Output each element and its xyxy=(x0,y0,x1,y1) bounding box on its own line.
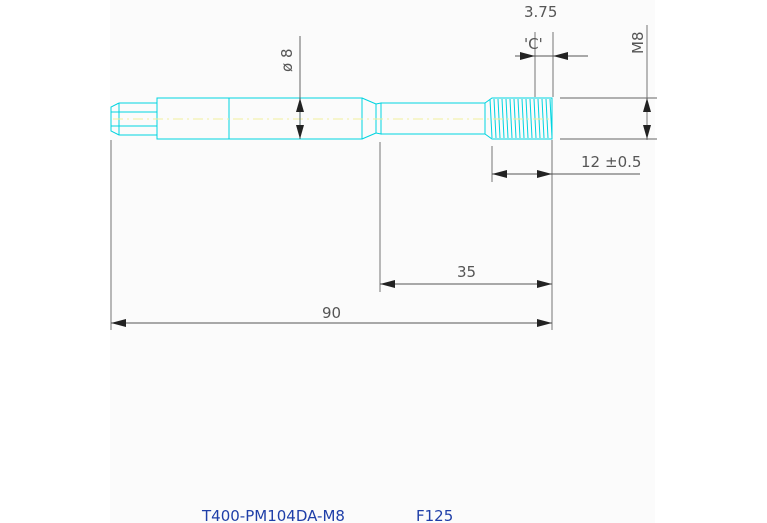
dim-arrow xyxy=(643,98,651,112)
thread-size-dimension: M8 xyxy=(629,32,651,139)
dim-arrow xyxy=(537,319,552,327)
overall-length-dimension: 90 xyxy=(111,304,552,327)
chamfer-letter-label: 'C' xyxy=(524,35,543,53)
thread-tooth xyxy=(549,98,553,139)
overall-length-label: 90 xyxy=(322,304,341,322)
dim-arrow xyxy=(643,125,651,139)
dim-arrow xyxy=(296,98,304,112)
thread-length-dimension: 12 ±0.5 xyxy=(492,153,641,178)
drawing-sheet xyxy=(110,0,655,523)
thread-size-label: M8 xyxy=(629,32,647,55)
shank-length-label: 35 xyxy=(457,263,476,281)
shank-length-dimension: 35 xyxy=(380,263,552,288)
dim-arrow xyxy=(520,52,535,60)
chamfer-value-label: 3.75 xyxy=(524,3,557,21)
thread-length-label: 12 xyxy=(581,153,600,171)
thread-tooth xyxy=(509,98,513,139)
dim-arrow xyxy=(537,280,552,288)
chamfer-dimension: 3.75 'C' xyxy=(515,3,588,60)
part-code-label: F125 xyxy=(416,507,453,523)
part-number-label: T400-PM104DA-M8 xyxy=(201,507,345,523)
thread-outline xyxy=(484,97,553,140)
diameter-label: ø 8 xyxy=(278,49,296,73)
dim-arrow xyxy=(296,125,304,139)
dim-arrow xyxy=(537,170,552,178)
dim-arrow xyxy=(553,52,568,60)
thread-tooth xyxy=(529,98,533,139)
dim-arrow xyxy=(111,319,126,327)
thread-tooth xyxy=(501,98,505,139)
thread-tolerance-label: ±0.5 xyxy=(605,153,641,171)
thread-tooth xyxy=(489,98,493,139)
dim-arrow xyxy=(492,170,507,178)
diameter-dimension: ø 8 xyxy=(278,36,304,139)
dim-arrow xyxy=(380,280,395,288)
